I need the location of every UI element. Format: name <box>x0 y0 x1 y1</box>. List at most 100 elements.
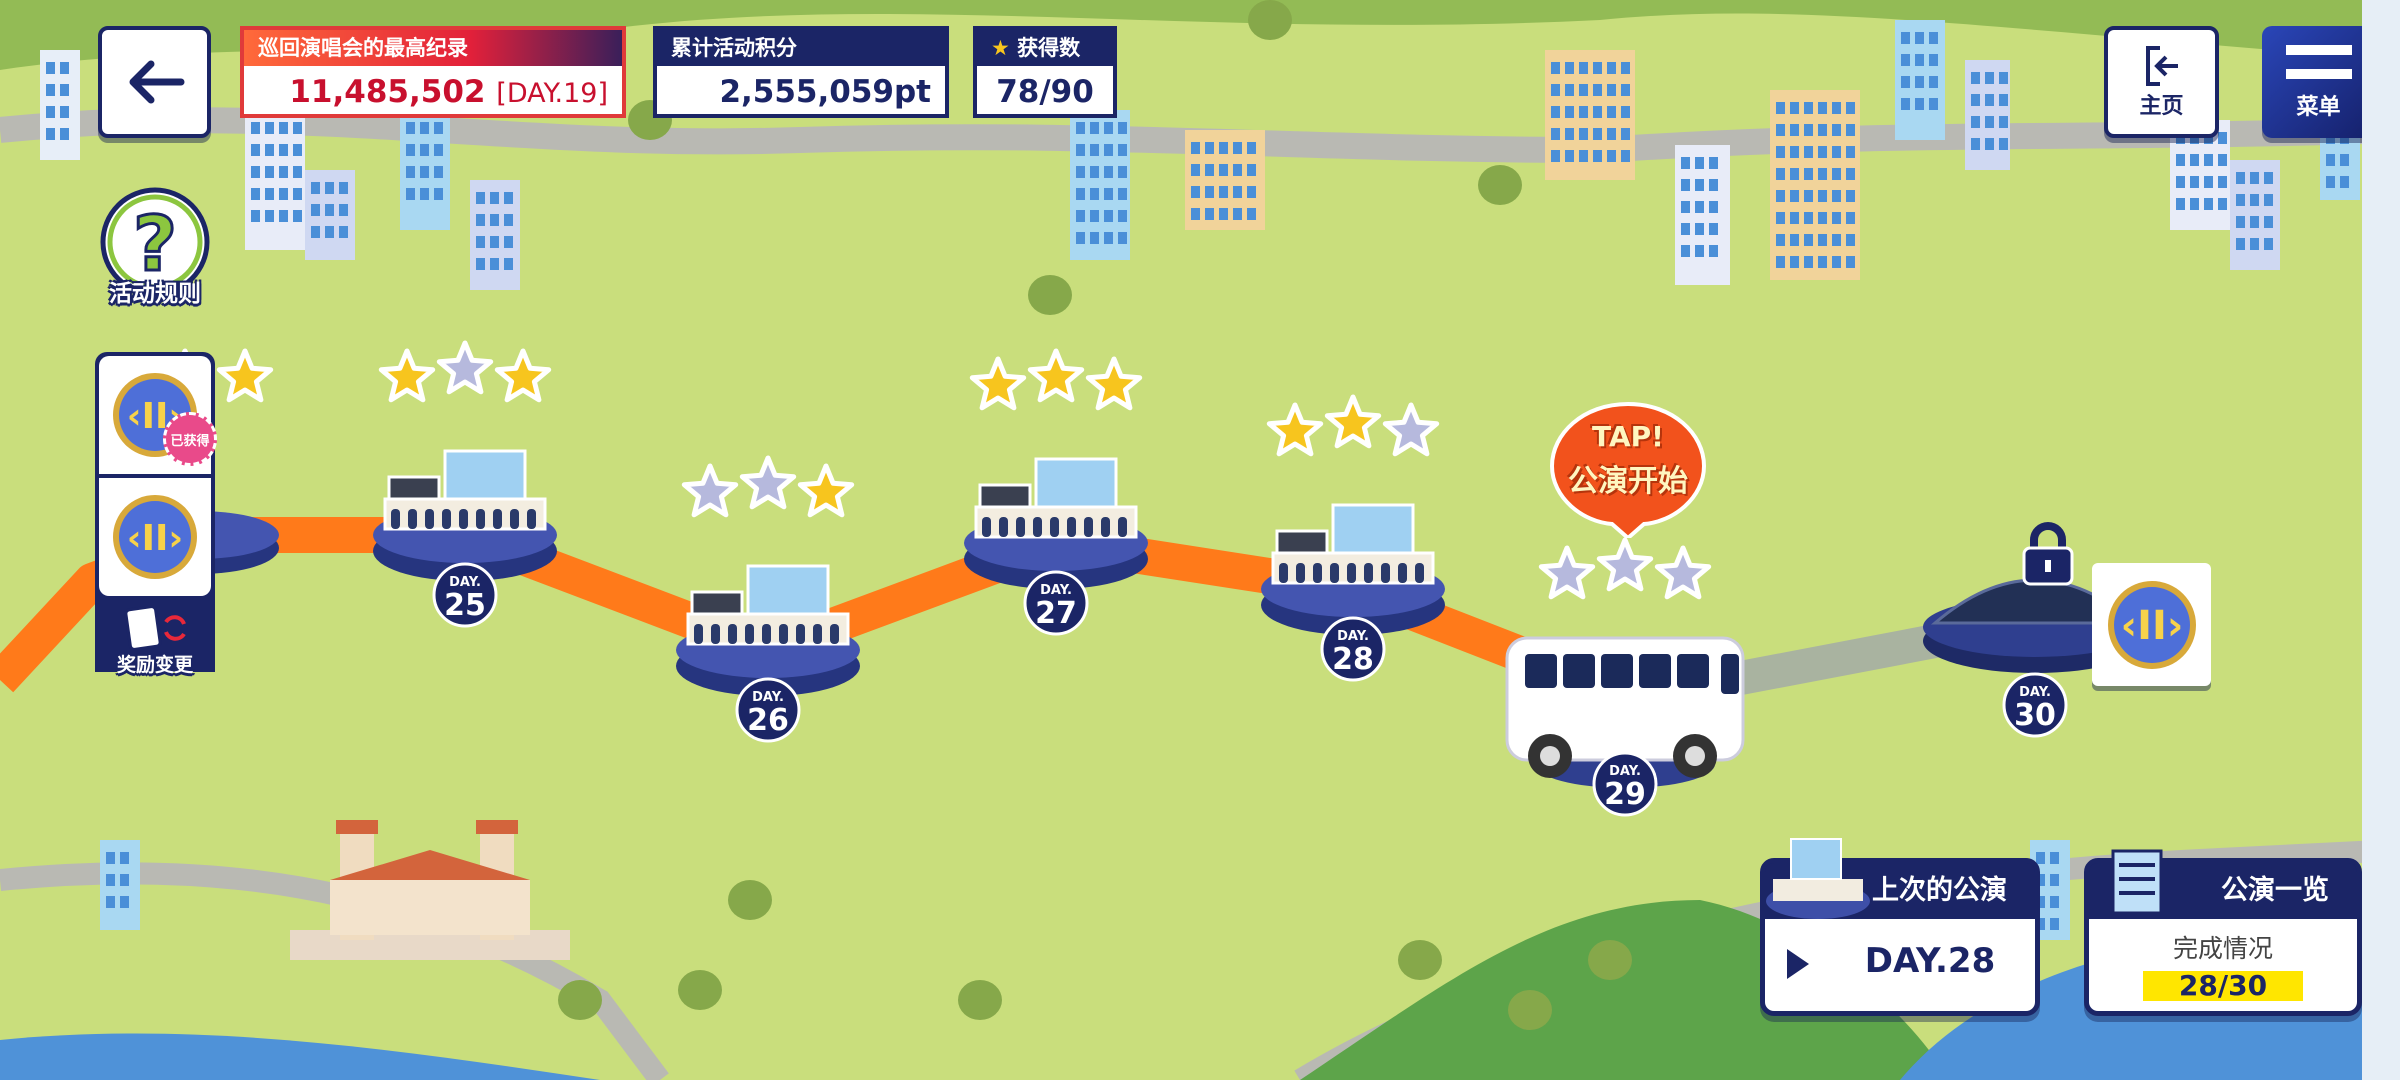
live-ticket-icon: ‹II› <box>2107 580 2196 669</box>
building <box>400 110 450 230</box>
day-prefix: DAY. <box>2019 685 2051 700</box>
star-earned-icon <box>1085 356 1143 411</box>
completion-progress: 28/30 <box>2143 971 2303 1001</box>
building <box>1185 130 1265 230</box>
day-badge: DAY.25 <box>432 562 498 628</box>
question-mark-icon: ? <box>100 187 210 297</box>
day-badge: DAY.28 <box>1320 616 1386 682</box>
change-reward-label: 奖励变更 <box>116 654 193 676</box>
day30-reward-preview[interactable]: ‹II› <box>2092 563 2211 686</box>
home-label: 主页 <box>2139 94 2184 119</box>
star-empty-icon <box>1596 537 1654 592</box>
day-prefix: DAY. <box>1337 629 1369 644</box>
tree <box>1588 940 1632 980</box>
best-record-box: 巡回演唱会的最高纪录 11,485,502 [DAY.19] <box>240 26 626 118</box>
reward-item-1[interactable]: ‹II› 已获得 <box>99 356 217 474</box>
tree <box>1508 990 1552 1030</box>
day-number: 25 <box>444 588 486 623</box>
svg-text:‹II›: ‹II› <box>127 518 183 559</box>
star-empty-icon <box>739 455 797 510</box>
star-empty-icon <box>681 463 739 518</box>
menu-button[interactable]: 菜单 <box>2262 26 2375 138</box>
day-prefix: DAY. <box>449 575 481 590</box>
stage-day-26[interactable]: DAY.26 <box>676 455 860 743</box>
completion-label: 完成情况 <box>2172 934 2273 963</box>
stars-obtained-box: ★ 获得数 78/90 <box>973 26 1117 118</box>
tree <box>558 980 602 1020</box>
building <box>1895 20 1945 140</box>
tree <box>1248 0 1292 40</box>
start-performance-label: 公演开始 <box>1568 464 1688 499</box>
building <box>1965 60 2010 170</box>
document-list-icon <box>2111 849 2163 915</box>
card-swap-icon <box>124 606 186 650</box>
day-prefix: DAY. <box>1609 764 1641 779</box>
tree <box>1478 165 1522 205</box>
stage-day-25[interactable]: DAY.25 <box>373 340 557 628</box>
stage-day-27[interactable]: DAY.27 <box>964 348 1148 636</box>
star-icon: ★ <box>991 36 1010 60</box>
stars-obtained-value: 78/90 <box>996 74 1094 110</box>
total-points-value: 2,555,059pt <box>719 74 931 110</box>
speech-bubble-shape <box>1549 401 1707 538</box>
building <box>245 110 305 250</box>
building <box>470 180 520 290</box>
day-badge: DAY.30 <box>2002 672 2068 738</box>
day-number: 28 <box>1332 642 1374 677</box>
tree <box>678 970 722 1010</box>
star-earned-icon <box>1266 402 1324 457</box>
back-button[interactable] <box>98 26 211 138</box>
building <box>40 50 80 160</box>
hamburger-icon <box>2285 45 2352 79</box>
home-button[interactable]: 主页 <box>2104 26 2219 138</box>
change-reward-button[interactable]: 奖励变更 <box>99 606 211 677</box>
lock-icon <box>2018 518 2078 588</box>
best-record-label: 巡回演唱会的最高纪录 <box>244 30 622 66</box>
venue-building <box>686 564 850 646</box>
performance-list-button[interactable]: 公演一览 完成情况 28/30 <box>2084 849 2362 1016</box>
venue-building <box>383 449 547 531</box>
event-rules-label: 活动规则 <box>109 281 201 307</box>
venue-building <box>974 457 1138 539</box>
stage-day-29[interactable]: DAY.29 <box>1505 537 1745 817</box>
star-earned-icon <box>1324 394 1382 449</box>
live-ticket-icon: ‹II› <box>113 495 197 579</box>
right-edge-strip <box>2362 0 2400 1080</box>
star-empty-icon <box>1538 545 1596 600</box>
venue-icon <box>1766 838 1870 919</box>
building <box>1770 90 1860 280</box>
stars-obtained-label: 获得数 <box>1017 36 1081 60</box>
building <box>2230 160 2280 270</box>
performance-list-title: 公演一览 <box>2221 875 2329 906</box>
day-prefix: DAY. <box>1040 583 1072 598</box>
tree <box>1028 275 1072 315</box>
arrow-left-icon <box>129 60 184 104</box>
star-earned-icon <box>797 463 855 518</box>
best-record-day: [DAY.19] <box>496 78 608 109</box>
event-rules-button[interactable]: ? 活动规则 <box>90 182 220 312</box>
venue-building <box>1271 503 1435 585</box>
reward-item-2[interactable]: ‹II› <box>99 478 211 596</box>
stage-day-28[interactable]: DAY.28 <box>1261 394 1445 682</box>
best-record-value-row: 11,485,502 [DAY.19] <box>244 66 622 118</box>
total-points-box: 累计活动积分 2,555,059pt <box>653 26 949 118</box>
day-number: 27 <box>1035 596 1077 631</box>
tap-start-bubble[interactable]: TAP! 公演开始 <box>1548 398 1708 538</box>
last-performance-button[interactable]: 上次的公演 DAY.28 <box>1760 838 2040 1016</box>
building <box>1675 145 1730 285</box>
star-empty-icon <box>436 340 494 395</box>
building <box>2170 120 2230 230</box>
day-prefix: DAY. <box>752 690 784 705</box>
best-record-value: 11,485,502 <box>289 74 486 110</box>
obtained-stamp-text: 已获得 <box>170 433 210 449</box>
building <box>1545 50 1635 180</box>
star-earned-icon <box>378 348 436 403</box>
tree <box>1398 940 1442 980</box>
reward-panel: ‹II› 已获得 ‹II› 奖励变更 <box>95 352 217 676</box>
star-earned-icon <box>969 356 1027 411</box>
day-number: 30 <box>2014 698 2056 733</box>
day-badge: DAY.26 <box>735 677 801 743</box>
exit-home-icon <box>2145 46 2178 86</box>
stage-day-30[interactable]: DAY.30 <box>1923 578 2147 738</box>
